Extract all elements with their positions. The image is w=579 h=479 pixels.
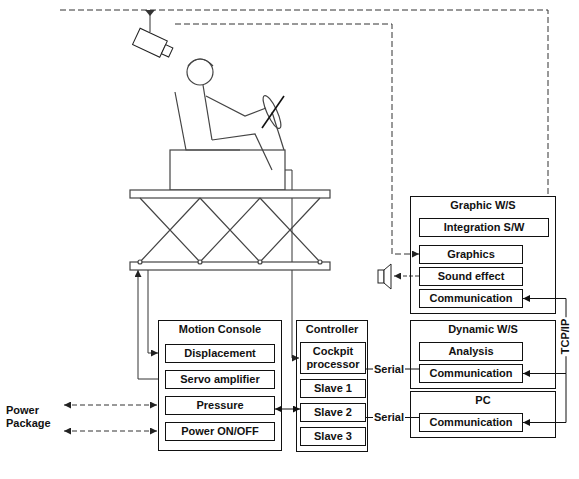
module-box: Communication bbox=[419, 364, 523, 383]
module-label: Slave 1 bbox=[301, 380, 365, 397]
subsystem-box: Graphic W/S Integration S/W GraphicsSound … bbox=[410, 196, 556, 314]
steering-column bbox=[272, 112, 284, 150]
module-label: Graphics bbox=[420, 246, 522, 263]
servo-wire bbox=[138, 270, 158, 379]
subsystem-heading: Controller bbox=[297, 321, 367, 338]
subsystem-heading: Motion Console bbox=[159, 321, 281, 338]
module-box: Slave 2 bbox=[300, 403, 366, 422]
module-label: Sound effect bbox=[420, 268, 522, 285]
driver-figure bbox=[170, 59, 285, 190]
subsystem-heading: Dynamic W/S bbox=[411, 321, 555, 338]
power-wire bbox=[64, 431, 157, 432]
module-label: Cockpit processor bbox=[301, 343, 365, 373]
graphics-wire bbox=[172, 24, 419, 254]
module-label: Power ON/OFF bbox=[166, 423, 274, 440]
module-box: Integration S/W bbox=[419, 218, 549, 237]
camera-symbol bbox=[133, 28, 175, 60]
actuator-legs bbox=[140, 198, 320, 262]
camera-mount bbox=[145, 10, 155, 16]
subsystem-box: Dynamic W/S AnalysisCommunication bbox=[410, 320, 556, 389]
module-box: Slave 1 bbox=[300, 379, 366, 398]
module-box: Cockpit processor bbox=[300, 342, 366, 374]
module-box: Communication bbox=[419, 413, 523, 432]
module-box: Servo amplifier bbox=[165, 370, 275, 389]
speaker-body bbox=[378, 270, 384, 283]
subsystem-box: ControllerCockpit processorSlave 1 Slave … bbox=[296, 320, 368, 452]
link-label: Serial bbox=[373, 363, 405, 376]
leg-joint bbox=[198, 260, 202, 264]
module-label: Displacement bbox=[166, 345, 274, 362]
driver-head bbox=[187, 59, 213, 85]
module-box: Communication bbox=[419, 289, 523, 308]
module-box: Power ON/OFF bbox=[165, 422, 275, 441]
module-label: Communication bbox=[420, 290, 522, 307]
displacement-wire bbox=[148, 270, 158, 353]
module-label: Pressure bbox=[166, 397, 274, 414]
leg-joint bbox=[318, 260, 322, 264]
link-label: Serial bbox=[373, 411, 405, 424]
cockpit-base bbox=[170, 150, 285, 190]
module-label: Communication bbox=[420, 414, 522, 431]
pressure-wire bbox=[64, 405, 157, 406]
sound-wire bbox=[394, 276, 419, 277]
motion-platform bbox=[130, 190, 330, 270]
subsystem-heading: PC bbox=[411, 392, 555, 409]
module-box: Pressure bbox=[165, 396, 275, 415]
connector-line bbox=[523, 374, 566, 423]
module-box: Slave 3 bbox=[300, 427, 366, 446]
power-package-label: Power Package bbox=[6, 404, 62, 430]
seat bbox=[175, 92, 240, 150]
module-box: Sound effect bbox=[419, 267, 523, 286]
subsystem-heading: Graphic W/S bbox=[411, 197, 555, 214]
module-label: Servo amplifier bbox=[166, 371, 274, 388]
module-label: Slave 2 bbox=[301, 404, 365, 421]
module-box: Displacement bbox=[165, 344, 275, 363]
driver-torso bbox=[203, 85, 212, 140]
module-box: Graphics bbox=[419, 245, 523, 264]
camera-lens bbox=[161, 45, 172, 57]
speaker-symbol bbox=[378, 264, 391, 289]
module-label: Slave 3 bbox=[301, 428, 365, 445]
driver-leg bbox=[212, 134, 272, 170]
driver-arm bbox=[206, 96, 266, 116]
leg-joint bbox=[258, 260, 262, 264]
leg-joint bbox=[138, 260, 142, 264]
upper-plate bbox=[130, 190, 330, 198]
module-label: Analysis bbox=[420, 343, 522, 360]
video-wire bbox=[60, 10, 548, 196]
module-label: Communication bbox=[420, 365, 522, 382]
signal-wires bbox=[60, 10, 548, 431]
base-plate bbox=[130, 262, 330, 270]
module-label: Integration S/W bbox=[420, 219, 548, 236]
helmet bbox=[188, 59, 213, 66]
module-box: Analysis bbox=[419, 342, 523, 361]
network-label: TCP/IP bbox=[559, 316, 572, 355]
speaker-cone bbox=[384, 264, 391, 289]
wheel-mark bbox=[262, 96, 284, 128]
subsystem-box: PC Communication bbox=[410, 391, 556, 438]
subsystem-box: Motion ConsoleDisplacementServo amplifie… bbox=[158, 320, 282, 451]
